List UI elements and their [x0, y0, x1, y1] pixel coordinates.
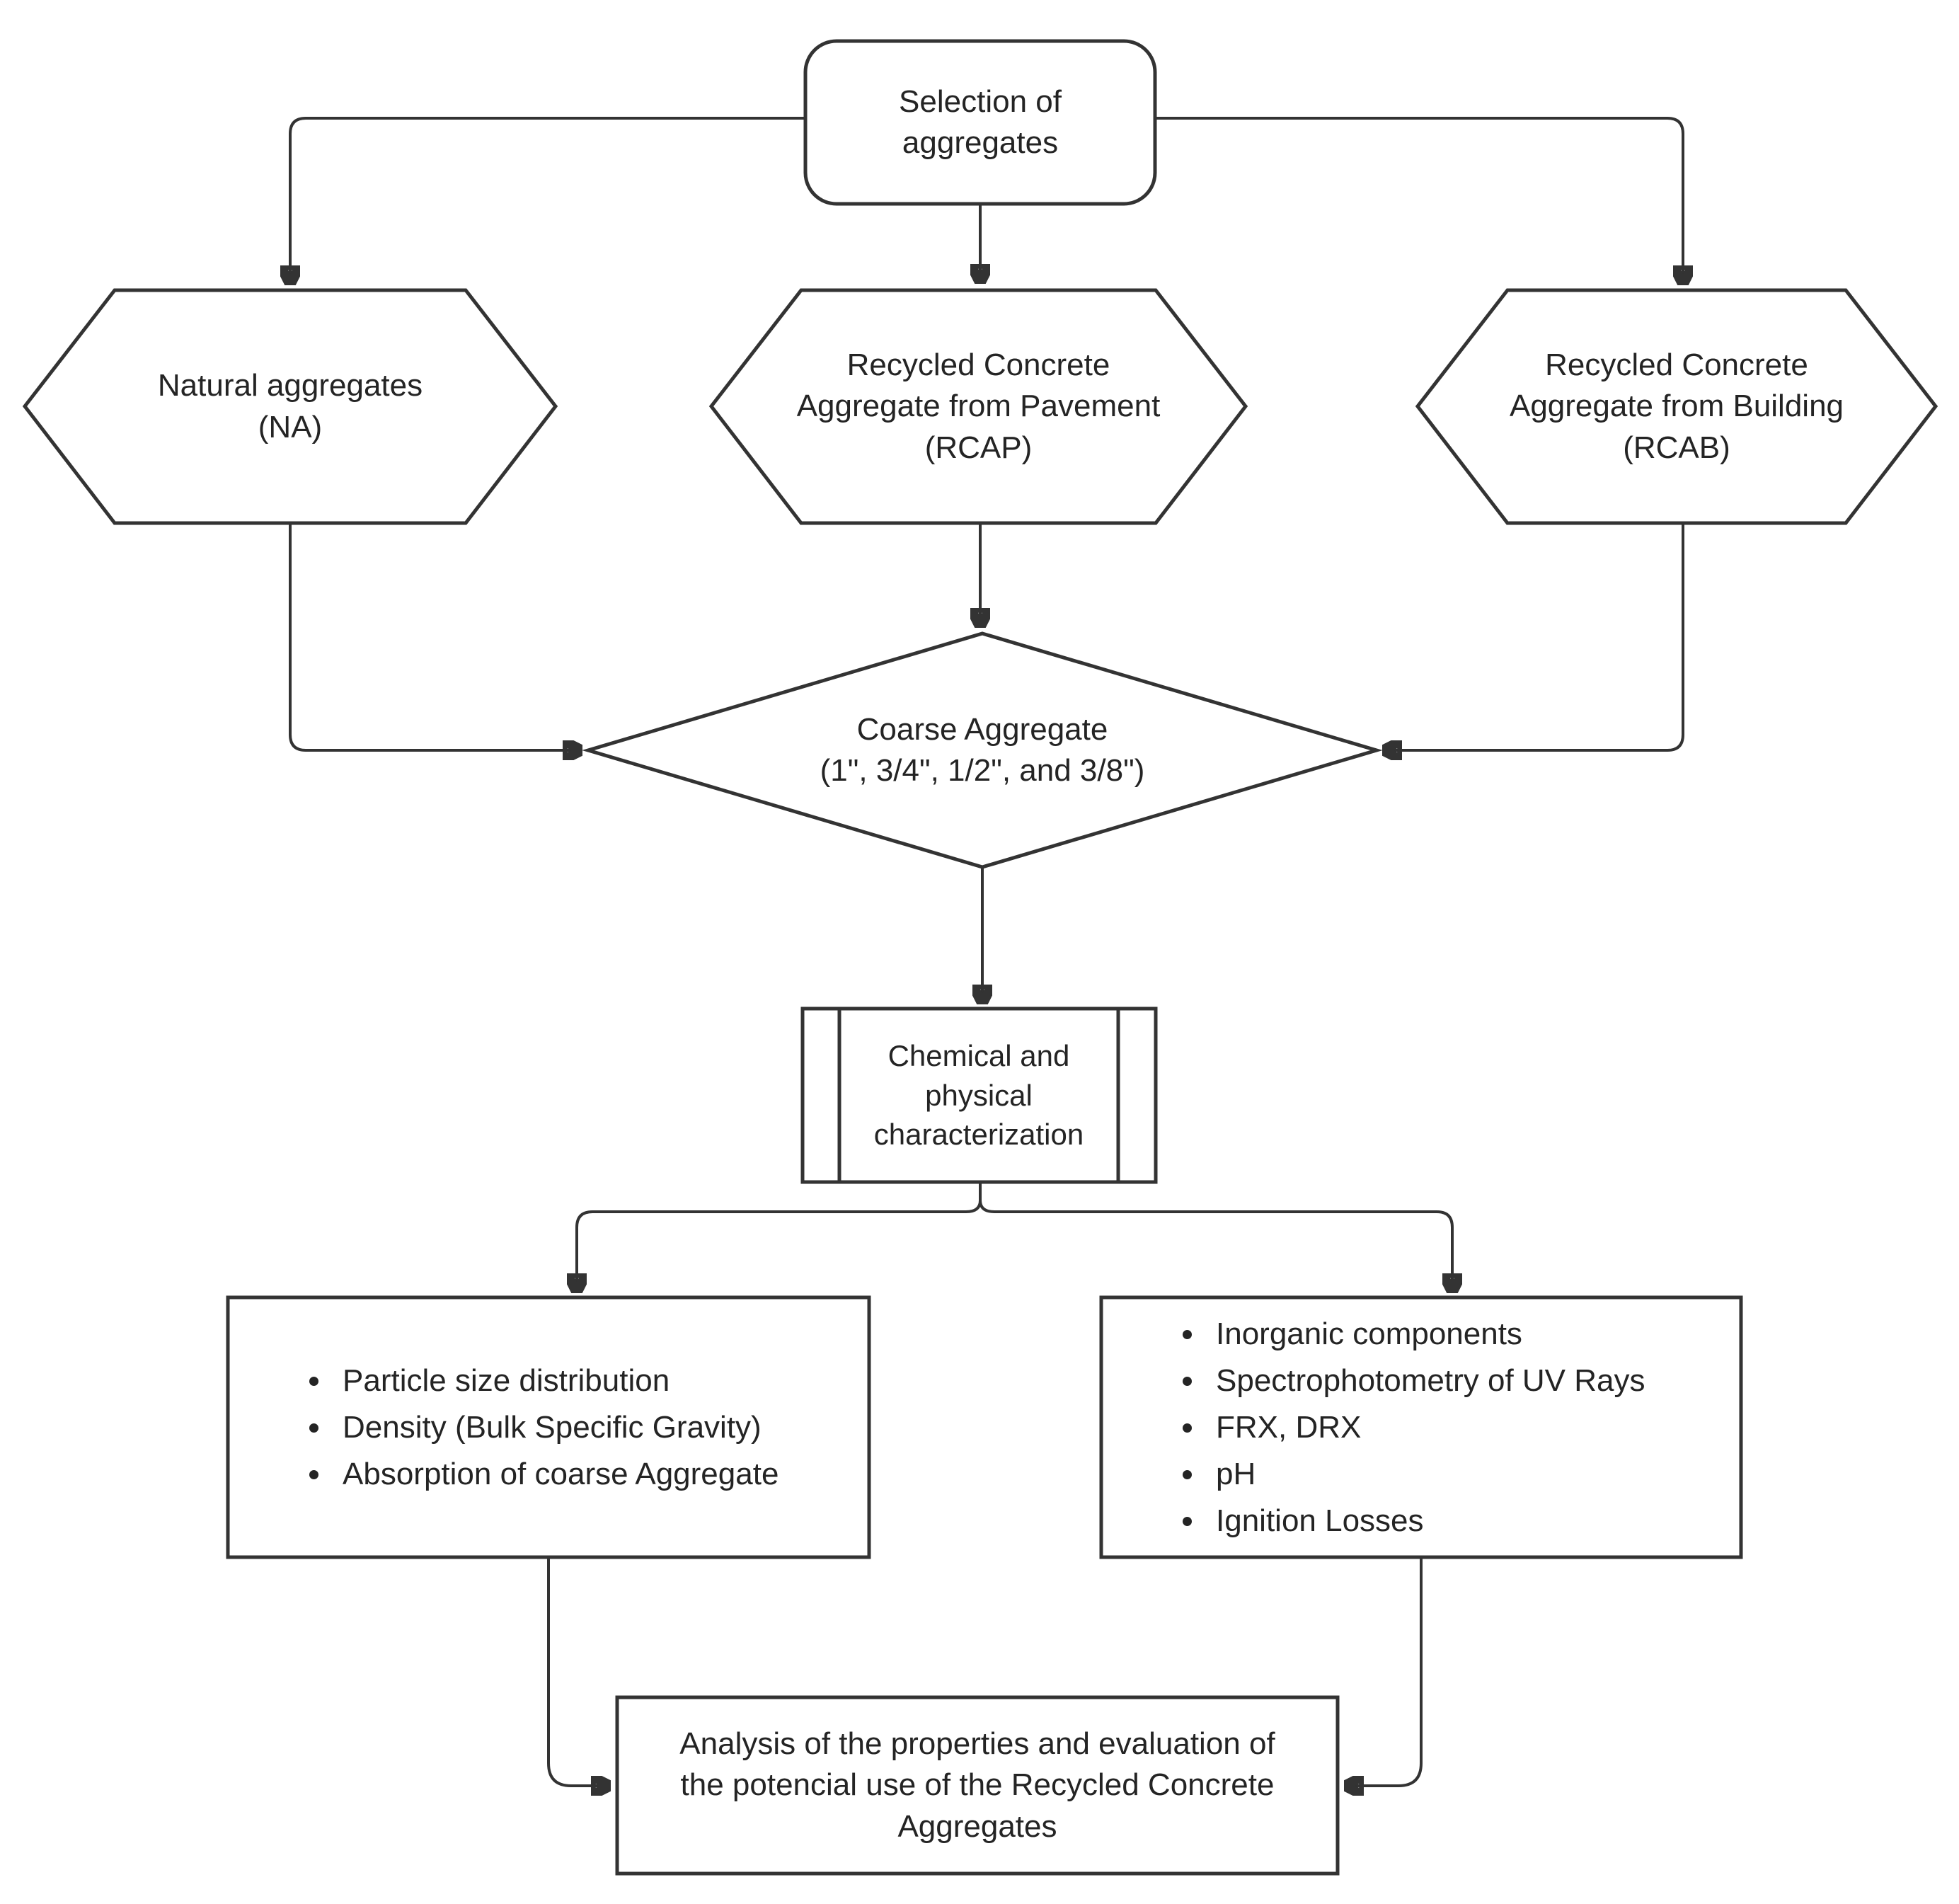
node-analysis: Analysis of the properties and evaluatio…: [679, 1726, 1275, 1844]
list-item-inorganic: Inorganic components: [1206, 1314, 1645, 1354]
connector-selection-to-rcab: [1155, 117, 1683, 283]
physical-tests-list: Particle size distribution Density (Bulk…: [228, 1354, 779, 1501]
connector-selection-to-na: [290, 117, 805, 283]
connector-rcab-to-coarse: [1384, 523, 1684, 750]
node-coarse-aggregate: Coarse Aggregate (1", 3/4", 1/2", and 3/…: [820, 711, 1145, 788]
rcab-hexagon-shape: [1415, 288, 1938, 525]
node-chemical-physical-characterization: Chemical and physical characterization: [873, 1039, 1084, 1152]
node-rcab: Recycled Concrete Aggregate from Buildin…: [1509, 348, 1844, 465]
list-item-frx-drx: FRX, DRX: [1206, 1407, 1645, 1447]
analysis-box-shape: [615, 1695, 1340, 1876]
list-item-spectrophotometry: Spectrophotometry of UV Rays: [1206, 1360, 1645, 1401]
connector-characterization-to-chemical: [979, 1182, 1452, 1291]
list-item-density: Density (Bulk Specific Gravity): [333, 1407, 779, 1447]
connector-na-to-coarse: [289, 523, 580, 750]
node-chemical-tests: Inorganic components Spectrophotometry o…: [1101, 1297, 1741, 1557]
node-rcap: Recycled Concrete Aggregate from Pavemen…: [796, 348, 1161, 465]
list-item-particle-size: Particle size distribution: [333, 1360, 779, 1401]
connector-characterization-to-physical: [577, 1182, 982, 1291]
node-natural-aggregates: Natural aggregates (NA): [157, 368, 423, 445]
na-hexagon-shape: [22, 288, 558, 525]
chemical-tests-list: Inorganic components Spectrophotometry o…: [1101, 1307, 1645, 1548]
node-physical-tests: Particle size distribution Density (Bulk…: [228, 1297, 869, 1557]
list-item-ignition-losses: Ignition Losses: [1206, 1501, 1645, 1541]
list-item-ph: pH: [1206, 1454, 1645, 1494]
list-item-absorption: Absorption of coarse Aggregate: [333, 1454, 779, 1494]
node-selection-of-aggregates: Selection of aggregates: [899, 84, 1062, 160]
connector-chemical-to-analysis: [1346, 1557, 1423, 1786]
connector-physical-to-analysis: [547, 1557, 609, 1786]
rcap-hexagon-shape: [708, 288, 1248, 525]
